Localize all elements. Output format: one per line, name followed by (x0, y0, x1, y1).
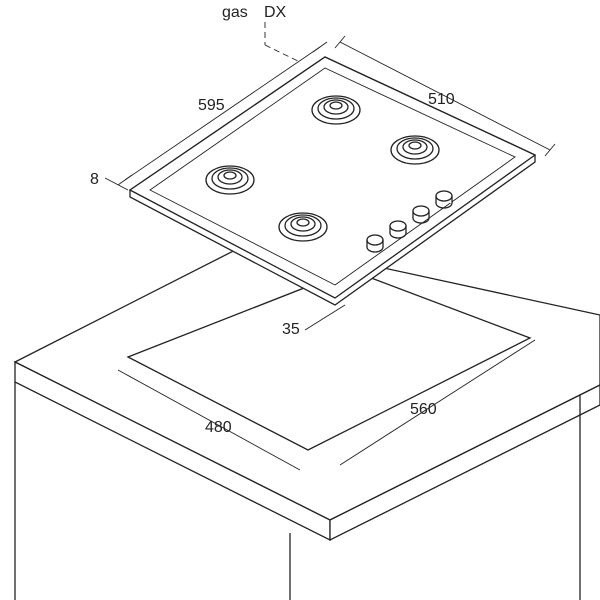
cutout-offset-label: 35 (282, 321, 300, 338)
cutout-depth-label: 480 (205, 419, 232, 436)
control-knob-4 (435, 190, 453, 209)
cutout-width-label: 560 (410, 401, 437, 418)
hob-width-label: 595 (198, 97, 225, 114)
hob-depth-label: 510 (428, 91, 455, 108)
hob-top (128, 56, 537, 299)
hob-thickness-label: 8 (90, 171, 99, 188)
burner-3 (205, 165, 255, 195)
countertop-side-edge (329, 384, 600, 542)
gas-label: gas (222, 4, 248, 21)
dimensions (104, 22, 556, 471)
burner-2 (390, 135, 440, 165)
control-knob-1 (366, 234, 384, 253)
burner-1 (311, 95, 361, 125)
control-knob-2 (389, 220, 407, 239)
cutout (126, 269, 532, 451)
countertop (13, 239, 600, 600)
hob-inner-tray (149, 67, 516, 286)
gas-side-label: DX (264, 4, 287, 21)
burner-4 (278, 212, 328, 242)
control-knob-3 (412, 205, 430, 224)
hob (128, 56, 537, 306)
